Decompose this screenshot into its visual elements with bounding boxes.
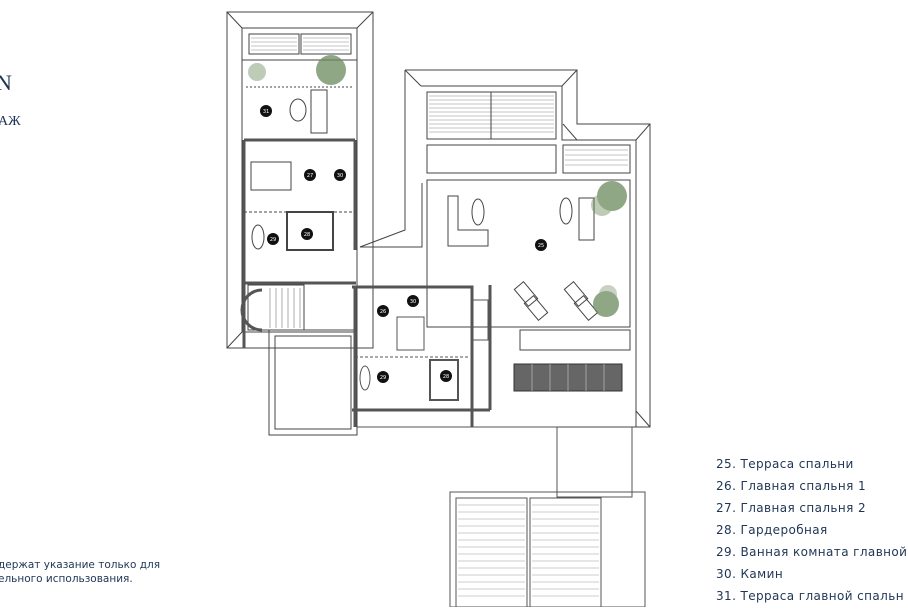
svg-text:25: 25 xyxy=(538,243,544,249)
trees xyxy=(248,55,627,317)
badge-31: 31 xyxy=(260,105,272,117)
badge-29: 29 xyxy=(267,233,279,245)
svg-text:30: 30 xyxy=(410,299,416,305)
legend-item: 28. Гардеробная xyxy=(716,523,828,537)
lower-louvers xyxy=(458,504,599,597)
legend-item: 30. Камин xyxy=(716,567,784,581)
floor-subtitle: АЖ xyxy=(0,114,21,129)
legend-item: 27. Главная спальня 2 xyxy=(716,501,866,515)
badge-27: 27 xyxy=(304,169,316,181)
right-block xyxy=(357,69,651,428)
svg-text:28: 28 xyxy=(304,232,310,238)
svg-text:28: 28 xyxy=(443,374,449,380)
svg-text:26: 26 xyxy=(380,309,386,315)
svg-text:29: 29 xyxy=(270,237,276,243)
svg-text:27: 27 xyxy=(307,173,313,179)
badge-28: 28 xyxy=(301,228,313,240)
badge-25: 25 xyxy=(535,239,547,251)
left-wing xyxy=(226,11,374,436)
room-badges: 31 27 30 29 28 25 30 26 29 28 xyxy=(260,105,547,383)
legend-item: 29. Ванная комната главной xyxy=(716,545,908,559)
svg-text:31: 31 xyxy=(263,109,269,115)
disclaimer-note: держат указание только для ельного испол… xyxy=(0,558,160,586)
badge-30b: 30 xyxy=(407,295,419,307)
plan-title: N xyxy=(0,70,12,95)
badge-28b: 28 xyxy=(440,370,452,382)
svg-text:30: 30 xyxy=(337,173,343,179)
legend-item: 25. Терраса спальни xyxy=(716,457,854,471)
master-bedroom-1 xyxy=(352,285,646,607)
badge-30: 30 xyxy=(334,169,346,181)
room-legend: 25. Терраса спальни 26. Главная спальня … xyxy=(716,455,907,609)
note-line-1: держат указание только для xyxy=(0,559,161,571)
svg-text:29: 29 xyxy=(380,375,386,381)
badge-29b: 29 xyxy=(377,371,389,383)
note-line-2: ельного использования. xyxy=(0,573,133,585)
badge-26: 26 xyxy=(377,305,389,317)
legend-item: 31. Терраса главной спальн xyxy=(716,589,904,603)
legend-item: 26. Главная спальня 1 xyxy=(716,479,866,493)
